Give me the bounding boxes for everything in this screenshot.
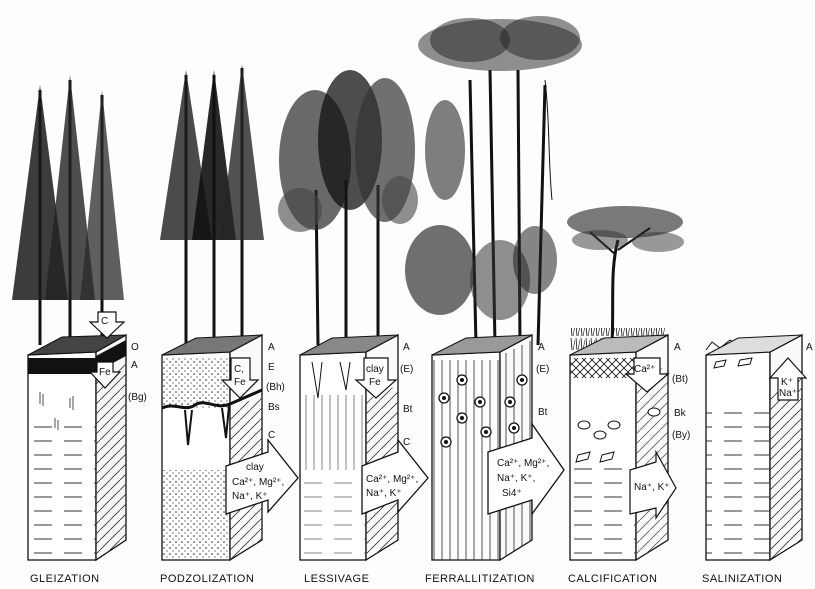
profile-lessivage: clay Fe Ca²⁺, Mg²⁺, Na⁺, K⁺ A (E) Bt C L…: [278, 70, 428, 585]
profile-gleization: C Fe O A (Bg) GLEIZATION: [12, 75, 147, 585]
horizon-label: C: [403, 437, 410, 448]
process-caption: FERRALLITIZATION: [425, 573, 535, 585]
ion-label: Na⁺, K⁺: [232, 491, 268, 502]
acacia-tree: [567, 206, 684, 345]
ion-label: clay: [246, 462, 264, 473]
conifer-trees: [12, 75, 124, 345]
horizon-label: (Bh): [266, 382, 285, 393]
ion-label: C,: [234, 364, 244, 375]
horizon-label: Bs: [268, 402, 280, 413]
process-caption: PODZOLIZATION: [160, 573, 254, 585]
horizon-label: Bk: [674, 408, 687, 419]
ion-label: Fe: [369, 377, 381, 388]
horizon-label: O: [131, 342, 139, 353]
horizon-label: A: [131, 360, 138, 371]
ion-label: Ca²⁺, Mg²⁺,: [366, 474, 418, 485]
ion-label: Na⁺, K⁺,: [497, 473, 535, 484]
ion-label: K⁺: [781, 377, 793, 388]
profile-calcification: Ca²⁺ Na⁺, K⁺ A (Bt) Bk (By) CALCIFICATIO…: [567, 206, 690, 585]
horizon-label: (By): [672, 430, 690, 441]
profile-ferrallitization: Ca²⁺, Mg²⁺, Na⁺, K⁺, Si4⁺ A (E) Bt FERRA…: [405, 16, 582, 585]
profile-salinization: K⁺ Na⁺ A SALINIZATION: [702, 335, 813, 585]
horizon-label: A: [674, 342, 681, 353]
process-caption: LESSIVAGE: [304, 573, 369, 585]
ion-label: Ca²⁺: [634, 364, 655, 375]
arrow-in: C: [90, 312, 124, 338]
dark-o-horizon: [28, 358, 96, 374]
profile-podzolization: C, Fe clay Ca²⁺, Mg²⁺, Na⁺, K⁺ A E (Bh) …: [160, 64, 298, 585]
process-caption: CALCIFICATION: [568, 573, 657, 585]
horizon-label: A: [403, 342, 410, 353]
process-caption: GLEIZATION: [30, 573, 100, 585]
ion-label: Ca²⁺, Mg²⁺,: [497, 458, 549, 469]
rainforest-trees: [405, 16, 582, 345]
ion-label: Ca²⁺, Mg²⁺,: [232, 477, 284, 488]
horizon-label: A: [268, 342, 275, 353]
horizon-label: E: [268, 362, 275, 373]
process-caption: SALINIZATION: [702, 573, 782, 585]
ion-label: Na⁺: [779, 388, 797, 399]
conifer-trees: [160, 64, 264, 350]
horizon-label: (Bt): [672, 374, 688, 385]
ion-label: Fe: [99, 367, 111, 378]
ion-label: Fe: [234, 377, 246, 388]
horizon-label: Bt: [403, 404, 413, 415]
horizon-label: Bt: [538, 407, 548, 418]
horizon-label: A: [538, 342, 545, 353]
ion-label: C: [101, 316, 108, 327]
ion-label: clay: [366, 364, 384, 375]
horizon-label: (Bg): [128, 392, 147, 403]
horizon-label: A: [806, 342, 813, 353]
deciduous-trees: [278, 70, 418, 345]
horizon-label: (E): [400, 364, 413, 375]
horizon-label: (E): [536, 364, 549, 375]
ion-label: Na⁺, K⁺: [634, 482, 670, 493]
horizon-label: C: [268, 430, 275, 441]
ion-label: Si4⁺: [502, 488, 522, 499]
ion-label: Na⁺, K⁺: [366, 488, 402, 499]
